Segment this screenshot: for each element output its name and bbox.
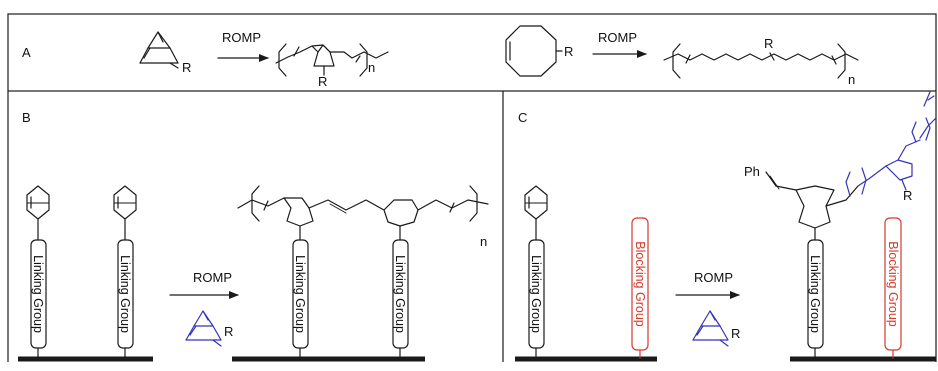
tethered-norbornene-icon [113,185,137,359]
panel-c-r-polymer: R [903,188,912,203]
panel-b-n-polymer: n [480,234,487,249]
panel-a-r-monomer-2: R [564,44,573,59]
tethered-norbornene-icon [524,185,548,359]
tethered-norbornene-icon [26,185,50,359]
cyclooctene-monomer-icon [505,25,563,77]
linking-group-label-b1: Linking Group [31,255,45,333]
panel-a-border [7,13,937,92]
panel-c-blue-polymer-icon [845,91,937,197]
linking-group-box-b2 [117,239,134,349]
blocking-group-label-c1: Blocking Group [633,241,647,327]
polyoctenamer-icon [663,43,859,79]
linking-group-label-c2: Linking Group [808,255,822,333]
linking-group-label-b2: Linking Group [118,255,132,333]
linking-group-box-c1 [528,239,545,349]
panel-a-n-polymer-1: n [368,60,375,75]
panel-b-label: B [22,110,31,125]
linking-group-box-c2 [807,239,824,349]
panel-a: A R ROMP R n [22,25,859,89]
linking-group-box-b4 [392,239,409,349]
panel-borders [7,13,937,362]
surface-polymer-icon [237,185,489,359]
panel-a-label: A [22,45,31,60]
panel-c-label: C [518,110,527,125]
linking-group-label-b3: Linking Group [293,255,307,333]
linking-group-label-b4: Linking Group [393,255,407,333]
blocking-group-box-c2 [884,217,902,351]
blocking-group-box-c1 [631,217,649,351]
panel-c-r-monomer: R [731,326,740,341]
panel-b-r-monomer: R [224,324,233,339]
blue-norbornene-monomer-icon [185,310,222,347]
panel-b-arrow-label: ROMP [193,270,232,285]
panel-c-arrow-label: ROMP [694,270,733,285]
panel-b: B Linking Group Linking Group ROMP [18,110,489,362]
polynorbornene-icon [275,43,389,77]
panel-a-arrow-2-label: ROMP [598,30,637,45]
panel-a-arrow-1-label: ROMP [222,30,261,45]
panel-c-polymer-icon [765,171,859,359]
panel-a-n-polymer-2: n [848,72,855,87]
panel-a-r-polymer-1: R [318,74,327,89]
blocking-group-label-c2: Blocking Group [886,241,900,327]
norbornene-monomer-icon [139,31,179,69]
panel-c-ph: Ph [744,164,760,179]
panel-c: C Linking Group Blocking Group ROMP [515,91,937,362]
panel-a-r-monomer-1: R [182,60,191,75]
linking-group-label-c1: Linking Group [529,255,543,333]
linking-group-box-b3 [292,239,309,349]
linking-group-box-b1 [30,239,47,349]
panel-a-r-polymer-2: R [764,36,773,51]
blue-norbornene-monomer-icon [692,310,729,347]
